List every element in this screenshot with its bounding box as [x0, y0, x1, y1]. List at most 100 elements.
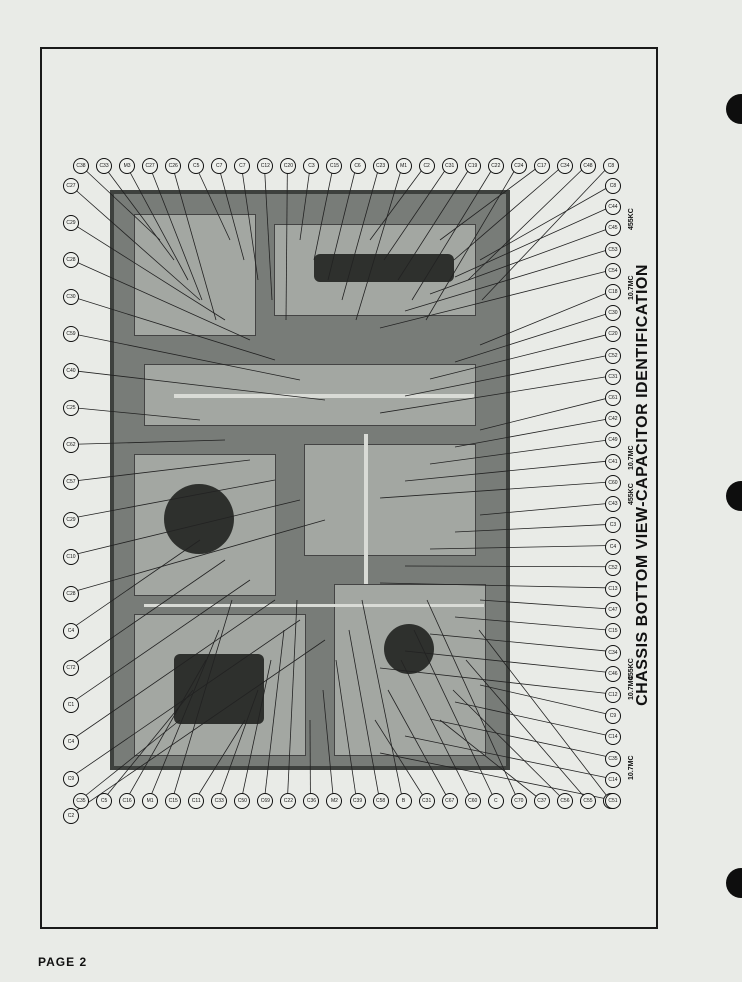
leader-line: [286, 599, 298, 801]
leader-line: [387, 689, 450, 801]
leader-line: [479, 290, 613, 346]
leader-line: [341, 164, 380, 301]
capacitor-callout: C30: [605, 305, 621, 322]
leader-line: [429, 633, 613, 652]
leader-line: [217, 164, 245, 261]
leader-line: [426, 599, 519, 801]
capacitor-callout: M1: [395, 158, 412, 174]
frequency-label: 10.7MC: [628, 755, 635, 780]
capacitor-callout: C40: [63, 363, 79, 380]
capacitor-callout: C9: [605, 708, 621, 725]
capacitor-callout: C72: [63, 659, 79, 676]
leader-line: [79, 164, 161, 241]
leader-line: [454, 701, 613, 737]
leader-line: [397, 164, 473, 281]
leader-line: [404, 248, 613, 312]
capacitor-callout: C15: [605, 623, 621, 640]
capacitor-callout: C49: [605, 432, 621, 449]
leader-line: [69, 619, 301, 779]
leader-line: [263, 164, 273, 301]
leader-line: [69, 599, 276, 742]
leader-line: [454, 616, 613, 631]
capacitor-callout: C50: [234, 793, 251, 809]
capacitor-callout: C29: [63, 511, 79, 528]
capacitor-callout: C18: [605, 284, 621, 301]
capacitor-callout: C35: [605, 750, 621, 767]
capacitor-callout: C1: [63, 696, 79, 713]
leader-line: [194, 719, 246, 801]
leader-line: [425, 164, 519, 321]
frequency-label: 10.7MC: [628, 275, 635, 300]
capacitor-callout: C36: [303, 793, 320, 809]
leader-line: [263, 629, 285, 801]
leader-line: [374, 719, 426, 801]
leader-line: [240, 164, 259, 281]
capacitor-callout: C9: [63, 770, 79, 787]
capacitor-callout: M3: [119, 158, 136, 174]
leader-line: [479, 502, 613, 516]
capacitor-callout: C17: [533, 158, 550, 174]
leader-line: [361, 599, 404, 801]
capacitor-callout: C60: [605, 474, 621, 491]
capacitor-callout: C2: [63, 808, 79, 824]
leader-line: [404, 354, 613, 397]
capacitor-callout: C51: [605, 793, 621, 809]
frequency-label: 455KC: [628, 208, 635, 230]
leader-line: [479, 184, 613, 261]
capacitor-callout: C25: [63, 400, 79, 417]
capacitor-callout: C56: [556, 793, 573, 809]
leader-line: [479, 599, 613, 610]
leader-line: [327, 164, 357, 281]
capacitor-callout: C67: [441, 793, 458, 809]
leader-line: [125, 659, 207, 801]
capacitor-callout: C28: [63, 585, 79, 602]
capacitor-callout: C26: [165, 158, 182, 174]
leader-line: [69, 579, 251, 705]
leader-line: [69, 258, 251, 341]
capacitor-callout: C62: [63, 437, 79, 454]
leader-line: [69, 559, 226, 668]
leader-line: [299, 164, 311, 241]
capacitor-callout: C19: [464, 158, 481, 174]
binder-hole: [726, 868, 742, 898]
capacitor-callout: C10: [63, 548, 79, 565]
leader-line: [69, 499, 301, 556]
capacitor-callout: C57: [63, 474, 79, 491]
leader-line: [429, 718, 613, 758]
leader-line: [411, 164, 496, 301]
capacitor-callout: C60: [464, 793, 481, 809]
capacitor-callout: C59: [63, 326, 79, 343]
leader-line: [404, 460, 613, 482]
capacitor-callout: C44: [605, 199, 621, 216]
capacitor-callout: C8: [605, 178, 621, 194]
leader-line: [454, 417, 613, 448]
leader-line: [439, 719, 542, 801]
leader-line: [102, 164, 175, 261]
leader-line: [240, 659, 272, 801]
capacitor-callout: C31: [418, 793, 435, 809]
diagram-frame: [40, 47, 658, 929]
capacitor-callout: C22: [487, 158, 504, 174]
capacitor-callout: C28: [63, 252, 79, 269]
capacitor-callout: M1: [142, 793, 159, 809]
leader-line: [69, 221, 226, 321]
capacitor-callout: C33: [211, 793, 228, 809]
capacitor-callout: C39: [349, 793, 366, 809]
leader-line: [69, 539, 201, 631]
capacitor-callout: C11: [188, 793, 205, 809]
capacitor-callout: C24: [510, 158, 527, 174]
binder-hole: [726, 94, 742, 124]
capacitor-callout: C38: [73, 158, 89, 174]
capacitor-callout: C48: [579, 158, 596, 174]
capacitor-callout: C43: [605, 496, 621, 513]
leader-line: [69, 459, 251, 482]
capacitor-callout: C6: [349, 158, 366, 174]
capacitor-callout: C41: [605, 453, 621, 470]
capacitor-callout: C20: [280, 158, 297, 174]
capacitor-callout: C2: [418, 158, 435, 174]
capacitor-callout: C12: [605, 686, 621, 703]
capacitor-callout: C27: [63, 178, 79, 194]
leader-line: [148, 629, 220, 801]
capacitor-callout: C7: [211, 158, 228, 174]
